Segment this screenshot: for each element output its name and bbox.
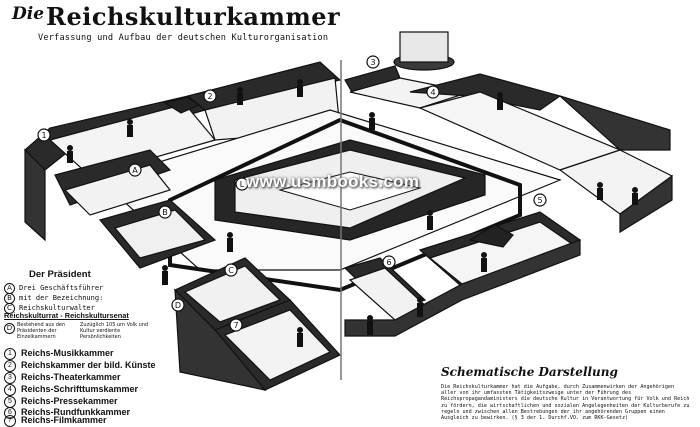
chamber-name: Reichs-Musikkammer (21, 348, 114, 358)
room-label-c: C (228, 266, 234, 275)
chamber-num: 2 (4, 360, 16, 372)
chamber-name: Reichs-Schrifttumskammer (21, 384, 139, 394)
watermark-link[interactable]: www.usmbooks.com (246, 172, 420, 191)
legend-heading: Der Präsident (29, 269, 91, 280)
chamber-item: 4 Reichs-Schrifttumskammer (4, 384, 138, 396)
page-title: Reichskulturkammer (46, 2, 341, 31)
chamber-num: 4 (4, 384, 16, 396)
room-label-b: B (162, 208, 168, 217)
wall-room-4 (409, 73, 562, 111)
chamber-item: 3 Reichs-Theaterkammer (4, 372, 121, 384)
chamber-item: 1 Reichs-Musikkammer (4, 348, 114, 360)
rat-heading: Reichskulturrat - Reichskultursenat (4, 311, 129, 320)
schematic-heading: Schematische Darstellung (441, 365, 618, 379)
schematic-body: Die Reichskulturkammer hat die Aufgabe, … (441, 384, 691, 421)
wall-room-1-front (24, 148, 46, 242)
grand-piano (468, 224, 514, 248)
room-label-6: 6 (386, 258, 391, 267)
room-label-5: 5 (537, 196, 542, 205)
room-label-a: A (132, 166, 138, 175)
room-label-d: D (175, 301, 181, 310)
floor-room-a (63, 164, 172, 216)
schematic-text: Die Reichskulturkammer hat die Aufgabe, … (441, 384, 690, 422)
chamber-name: Reichskammer der bild. Künste (21, 360, 156, 370)
figures (67, 79, 638, 347)
wall-right-outer (559, 95, 671, 151)
room-label-7: 7 (233, 321, 238, 330)
floor-room-b (113, 209, 207, 259)
room-label-l: L (240, 180, 245, 189)
title-prefix: Die (12, 4, 45, 24)
floor-room-7 (223, 309, 332, 381)
chamber-name: Reichs-Theaterkammer (21, 372, 121, 382)
schematic-reference: (§ 3 der 1. Durchf.VO. zum RKK-Gesetz) (511, 415, 629, 422)
wall-room-5-front (619, 174, 673, 234)
chamber-name: Reichs-Filmkammer (21, 415, 107, 425)
grand-piano-top (163, 96, 201, 114)
chamber-name: Reichs-Pressekammer (21, 396, 118, 406)
legend-text-b: mit der Bezeichnung: (19, 294, 104, 302)
conference-table (278, 171, 422, 211)
room-label-2: 2 (207, 92, 212, 101)
legend-d-right: Zuzüglich 105 um Volk und Kultur verdien… (80, 322, 149, 340)
page-subtitle: Verfassung und Aufbau der deutschen Kult… (38, 33, 329, 43)
chamber-item: 2 Reichskammer der bild. Künste (4, 360, 156, 372)
inner-ring (168, 117, 522, 293)
legend-d-left: Bestehend aus den Präsidenten der Einzel… (17, 322, 66, 340)
chamber-name: Reichs-Rundfunkkammer (21, 407, 131, 417)
floor-room-c (183, 265, 282, 323)
legend-letter-c: C (4, 303, 15, 314)
room-label-1: 1 (41, 131, 46, 140)
chamber-num: 1 (4, 348, 16, 360)
chamber-num: 3 (4, 372, 16, 384)
chamber-item: 7 Reichs-Filmkammer (4, 415, 107, 427)
room-label-4: 4 (430, 88, 435, 97)
room-badges (37, 55, 547, 332)
stage-backdrop (399, 31, 449, 63)
room-label-3: 3 (370, 58, 375, 67)
legend-letter-d: D (4, 323, 15, 334)
chamber-num: 7 (4, 415, 16, 427)
legend-text-c: Reichskulturwalter (19, 304, 95, 312)
wall-room-7-front (174, 288, 267, 391)
legend-text-a: Drei Geschäftsführer (19, 284, 104, 292)
